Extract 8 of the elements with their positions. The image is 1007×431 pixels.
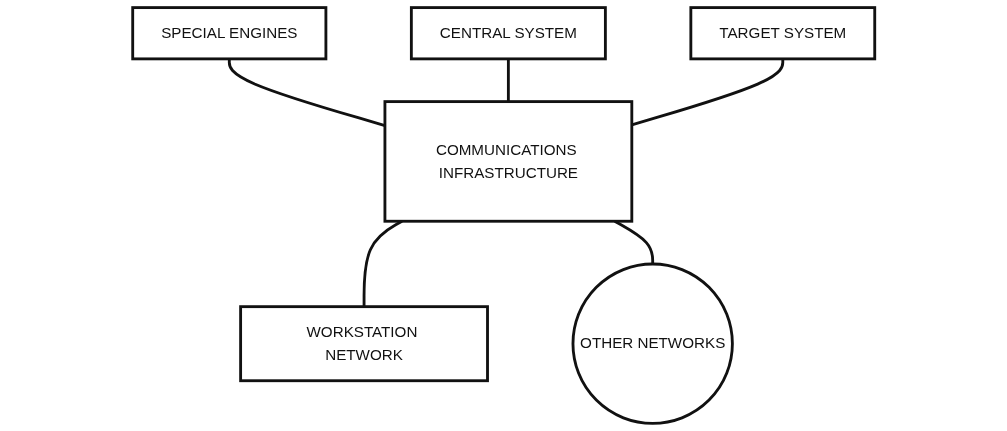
- node-circle: OTHER NETWORKS: [571, 262, 734, 425]
- node-box: WORKSTATION NETWORK: [238, 305, 489, 383]
- node-box: TARGET SYSTEM: [689, 6, 876, 61]
- connector: [631, 58, 784, 127]
- node-box: COMMUNICATIONS INFRASTRUCTURE: [383, 100, 634, 223]
- node-box: CENTRAL SYSTEM: [409, 6, 607, 61]
- connector: [506, 58, 510, 102]
- node-box: SPECIAL ENGINES: [131, 6, 328, 61]
